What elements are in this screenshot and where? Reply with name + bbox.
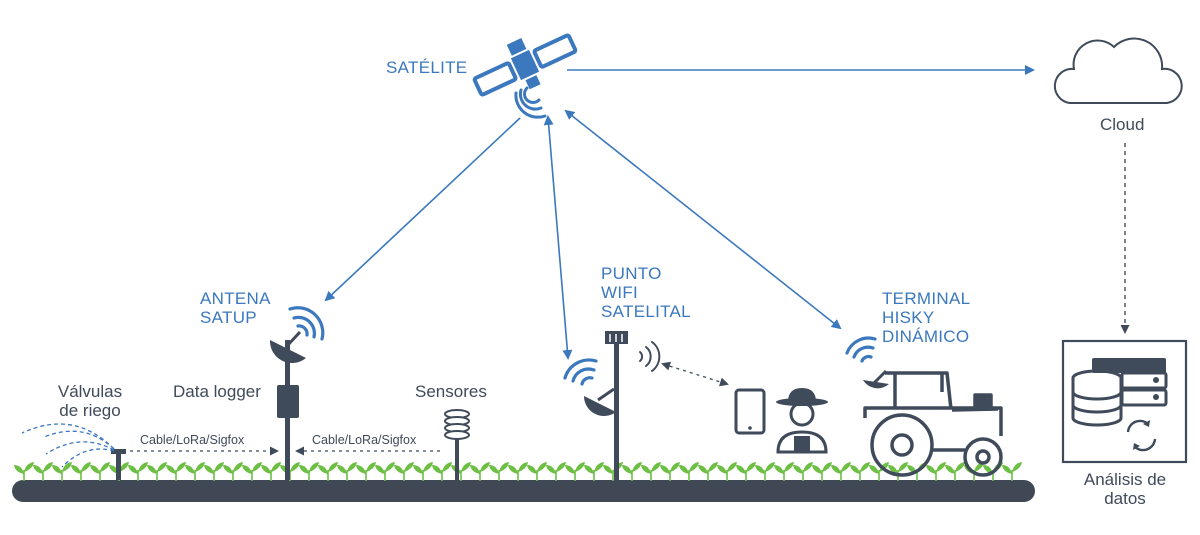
- plant-sprout: [926, 462, 946, 481]
- valves-label: Válvulas de riego: [40, 382, 140, 420]
- plant-sprout: [527, 462, 547, 481]
- link-right-label: Cable/LoRa/Sigfox: [312, 433, 417, 447]
- plant-sprout: [432, 462, 452, 481]
- cloud-label: Cloud: [1100, 115, 1145, 134]
- plant-sprout: [1002, 462, 1022, 481]
- terminal-label-line1: TERMINAL: [882, 289, 971, 308]
- satellite-signal-icon: [514, 86, 547, 119]
- plant-sprout: [90, 462, 110, 481]
- ground-bar: [12, 480, 1035, 502]
- analysis-label-line2: datos: [1104, 489, 1146, 508]
- sprinkler-icon: [111, 449, 126, 480]
- satellite-label: SATÉLITE: [386, 58, 468, 77]
- plant-sprout: [166, 462, 186, 481]
- tractor-icon: [863, 371, 1003, 477]
- antenna-label-line2: SATUP: [200, 308, 257, 327]
- plant-sprout: [508, 462, 528, 481]
- plant-sprout: [584, 462, 604, 481]
- plant-sprout: [679, 462, 699, 481]
- plant-sprout: [185, 462, 205, 481]
- sensor-icon: [444, 409, 470, 480]
- arrow-satellite-terminal: [564, 109, 842, 330]
- plant-sprout: [33, 462, 53, 481]
- crop-row: [14, 462, 1022, 481]
- analysis-label: Análisis de datos: [1060, 470, 1190, 508]
- plant-sprout: [204, 462, 224, 481]
- plant-sprout: [147, 462, 167, 481]
- arrow-wifi-devices: [661, 361, 729, 387]
- plant-sprout: [812, 462, 832, 481]
- terminal-label-line3: DINÁMICO: [882, 327, 970, 346]
- plant-sprout: [242, 462, 262, 481]
- satellite-icon: [472, 33, 578, 97]
- arrow-satellite-antenna: [324, 117, 521, 302]
- plant-sprout: [603, 462, 623, 481]
- plant-sprout: [641, 462, 661, 481]
- plant-sprout: [337, 462, 357, 481]
- plant-sprout: [261, 462, 281, 481]
- plant-sprout: [223, 462, 243, 481]
- valves-label-line1: Válvulas: [57, 382, 123, 401]
- plant-sprout: [375, 462, 395, 481]
- terminal-label-line2: HISKY: [882, 308, 935, 327]
- wifi-point-label-line2: WIFI: [601, 283, 639, 302]
- sensors-label: Sensores: [415, 382, 487, 401]
- wifi-point-label-line3: SATELITAL: [601, 302, 691, 321]
- plant-sprout: [394, 462, 414, 481]
- antenna-label: ANTENA SATUP: [200, 289, 271, 327]
- plant-sprout: [717, 462, 737, 481]
- wifi-point-label-line1: PUNTO: [601, 264, 662, 283]
- water-spray-icon: [21, 423, 115, 468]
- plant-sprout: [546, 462, 566, 481]
- data-logger-label: Data logger: [173, 382, 261, 401]
- wifi-point-signal-icon: [563, 358, 598, 386]
- plant-sprout: [14, 462, 34, 481]
- data-logger-pole-icon: [269, 330, 306, 480]
- plant-sprout: [736, 462, 756, 481]
- plant-sprout: [565, 462, 585, 481]
- plant-sprout: [299, 462, 319, 481]
- plant-sprout: [71, 462, 91, 481]
- wifi-emit-icon: [639, 341, 661, 372]
- plant-sprout: [660, 462, 680, 481]
- terminal-signal-icon: [845, 336, 877, 363]
- tablet-icon: [734, 388, 766, 435]
- plant-sprout: [413, 462, 433, 481]
- plant-sprout: [52, 462, 72, 481]
- server-icon: [1061, 339, 1188, 464]
- plant-sprout: [774, 462, 794, 481]
- plant-sprout: [489, 462, 509, 481]
- plant-sprout: [698, 462, 718, 481]
- antenna-label-line1: ANTENA: [200, 289, 271, 308]
- farmer-icon: [776, 388, 828, 454]
- plant-sprout: [318, 462, 338, 481]
- plant-sprout: [356, 462, 376, 481]
- antenna-signal-icon: [288, 306, 325, 341]
- link-left-label: Cable/LoRa/Sigfox: [140, 433, 245, 447]
- plant-sprout: [755, 462, 775, 481]
- terminal-label: TERMINAL HISKY DINÁMICO: [882, 289, 970, 346]
- plant-sprout: [850, 462, 870, 481]
- cloud-icon: [1053, 37, 1183, 104]
- wifi-point-label: PUNTO WIFI SATELITAL: [601, 264, 691, 321]
- plant-sprout: [451, 462, 471, 481]
- analysis-label-line1: Análisis de: [1083, 470, 1167, 489]
- plant-sprout: [622, 462, 642, 481]
- plant-sprout: [128, 462, 148, 481]
- plant-sprout: [945, 462, 965, 481]
- plant-sprout: [470, 462, 490, 481]
- arrow-satellite-wifi: [543, 115, 573, 360]
- wifi-point-pole-icon: [584, 331, 628, 480]
- valves-label-line2: de riego: [59, 401, 121, 420]
- plant-sprout: [793, 462, 813, 481]
- plant-sprout: [831, 462, 851, 481]
- terminal-device-icon: [863, 369, 889, 389]
